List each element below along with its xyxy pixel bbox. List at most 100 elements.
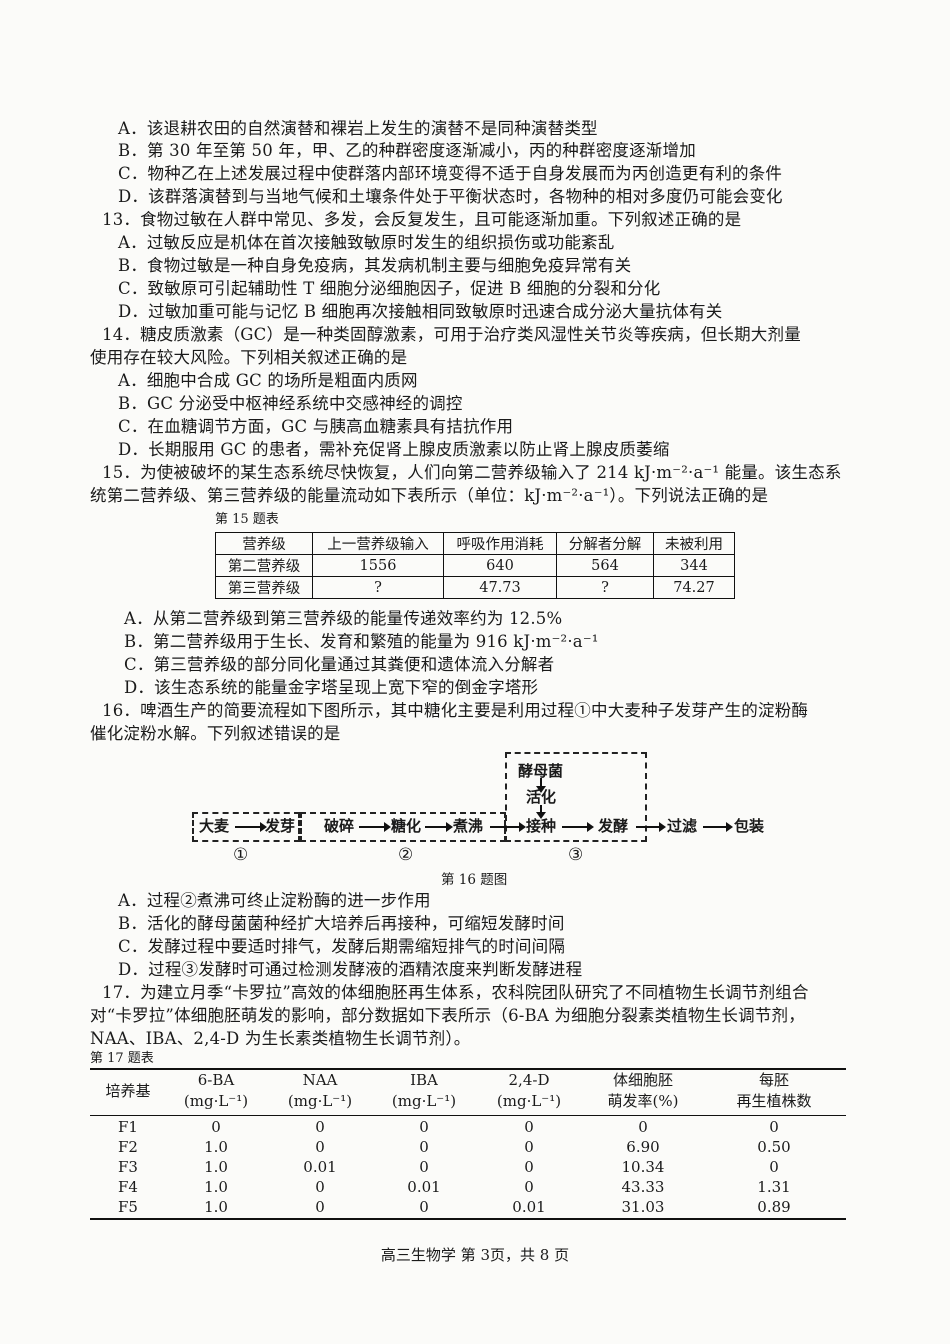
table-header-cell: (mg·L⁻¹) — [287, 1092, 353, 1110]
q15-table-caption: 第 15 题表 — [215, 512, 279, 527]
table-cell: 0.01 — [407, 1178, 441, 1196]
flow-step-saccharify: 糖化 — [391, 817, 422, 835]
table-cell: 0.01 — [512, 1198, 546, 1216]
table-header-cell: 培养基 — [105, 1081, 151, 1100]
table-row: F5 1.0 0 0 0.01 31.03 0.89 — [90, 1197, 846, 1217]
q17-stem-line1: 17．为建立月季“卡罗拉”高效的体细胞胚再生体系，农科院团队研究了不同植物生长调… — [102, 983, 809, 1002]
table-cell: 0.01 — [303, 1158, 337, 1176]
q13-stem: 13．食物过敏在人群中常见、多发，会反复发生，且可能逐渐加重。下列叙述正确的是 — [102, 210, 742, 229]
arrow-right-icon — [490, 822, 526, 832]
q12-option-a: A．该退耕农田的自然演替和裸岩上发生的演替不是同种演替类型 — [118, 119, 598, 138]
table-cell: F2 — [118, 1138, 138, 1156]
arrow-down-icon — [536, 778, 546, 793]
table-top-rule — [90, 1068, 846, 1070]
table-cell: 1.31 — [757, 1178, 791, 1196]
q16-stem-line2: 催化淀粉水解。下列叙述错误的是 — [90, 724, 341, 743]
table-header-cell: 2,4-D — [508, 1071, 550, 1089]
arrow-right-icon — [235, 822, 267, 832]
arrow-right-icon — [636, 822, 666, 832]
q14-stem-line1: 14．糖皮质激素（GC）是一种类固醇激素，可用于治疗类风湿性关节炎等疾病，但长期… — [102, 325, 801, 344]
q15-stem-line1: 15．为使被破坏的某生态系统尽快恢复，人们向第二营养级输入了 214 kJ·m⁻… — [102, 463, 842, 482]
table-cell: 47.73 — [443, 576, 557, 599]
table-row: 第二营养级 1556 640 564 344 — [215, 554, 735, 577]
table-cell: 1.0 — [204, 1198, 228, 1216]
process-label-2: ② — [398, 845, 414, 865]
table-row: F2 1.0 0 0 0 6.90 0.50 — [90, 1137, 846, 1157]
table-header-row: (mg·L⁻¹) (mg·L⁻¹) (mg·L⁻¹) (mg·L⁻¹) 萌发率(… — [90, 1091, 846, 1112]
table-header-cell: 营养级 — [215, 532, 313, 555]
arrow-right-icon — [562, 822, 594, 832]
table-header-rule — [90, 1115, 846, 1116]
table-row: F4 1.0 0 0.01 0 43.33 1.31 — [90, 1177, 846, 1197]
table-header-cell: 上一营养级输入 — [312, 532, 444, 555]
table-cell: 0 — [769, 1158, 779, 1176]
q15-option-d: D．该生态系统的能量金字塔呈现上宽下窄的倒金字塔形 — [124, 678, 539, 697]
page-footer: 高三生物学 第 3页，共 8 页 — [380, 1246, 570, 1264]
table-row: F3 1.0 0.01 0 0 10.34 0 — [90, 1157, 846, 1177]
table-cell: 0 — [419, 1138, 429, 1156]
table-cell: 1.0 — [204, 1178, 228, 1196]
table-cell: 31.03 — [621, 1198, 665, 1216]
table-cell: 0.89 — [757, 1198, 791, 1216]
q13-option-c: C．致敏原可引起辅助性 T 细胞分泌细胞因子，促进 B 细胞的分裂和分化 — [118, 279, 661, 298]
table-cell: 0 — [638, 1118, 648, 1136]
table-cell: 0 — [315, 1198, 325, 1216]
table-cell: 第三营养级 — [215, 576, 313, 599]
q14-option-b: B．GC 分泌受中枢神经系统中交感神经的调控 — [118, 394, 463, 413]
table-cell: 第二营养级 — [215, 554, 313, 577]
flow-step-crush: 破碎 — [324, 817, 355, 835]
q16-option-b: B．活化的酵母菌菌种经扩大培养后再接种，可缩短发酵时间 — [118, 914, 565, 933]
arrow-right-icon — [703, 822, 733, 832]
q15-energy-table: 营养级 上一营养级输入 呼吸作用消耗 分解者分解 未被利用 第二营养级 1556… — [215, 532, 735, 599]
table-cell: 1.0 — [204, 1138, 228, 1156]
table-cell: 43.33 — [621, 1178, 665, 1196]
flow-step-inoculate: 接种 — [526, 817, 557, 835]
table-header-cell: (mg·L⁻¹) — [496, 1092, 562, 1110]
q16-stem-line1: 16．啤酒生产的简要流程如下图所示，其中糖化主要是利用过程①中大麦种子发芽产生的… — [102, 701, 809, 720]
q17-table-caption: 第 17 题表 — [90, 1051, 154, 1066]
table-cell: 0 — [315, 1178, 325, 1196]
q12-option-c: C．物种乙在上述发展过程中使群落内部环境变得不适于自身发展而为丙创造更有利的条件 — [118, 164, 783, 183]
process-label-3: ③ — [568, 845, 584, 865]
q16-option-c: C．发酵过程中要适时排气，发酵后期需缩短排气的时间间隔 — [118, 937, 566, 956]
table-header-cell: 未被利用 — [653, 532, 735, 555]
table-header-cell: (mg·L⁻¹) — [391, 1092, 457, 1110]
flow-step-boil: 煮沸 — [453, 817, 484, 835]
q12-option-d: D．该群落演替到与当地气候和土壤条件处于平衡状态时，各物种的相对多度仍可能会变化 — [118, 187, 783, 206]
table-cell: 0 — [419, 1158, 429, 1176]
table-cell: 0 — [419, 1118, 429, 1136]
table-cell: 0 — [524, 1118, 534, 1136]
table-cell: 0 — [769, 1118, 779, 1136]
table-cell: 6.90 — [626, 1138, 660, 1156]
table-cell: 0 — [315, 1138, 325, 1156]
q12-option-b: B．第 30 年至第 50 年，甲、乙的种群密度逐渐减小，丙的种群密度逐渐增加 — [118, 141, 696, 160]
table-cell: 1556 — [312, 554, 444, 577]
q17-regulator-table: 培养基 6-BA NAA IBA 2,4-D 体细胞胚 每胚 (mg·L⁻¹) … — [90, 1070, 846, 1217]
q16-option-a: A．过程②煮沸可终止淀粉酶的进一步作用 — [118, 891, 431, 910]
table-header-cell: (mg·L⁻¹) — [183, 1092, 249, 1110]
flow-activate: 活化 — [526, 788, 557, 806]
table-cell: 0 — [524, 1138, 534, 1156]
table-cell: 0 — [419, 1198, 429, 1216]
flow-step-filter: 过滤 — [667, 817, 698, 835]
process-1-box — [192, 812, 300, 842]
table-cell: 10.34 — [621, 1158, 665, 1176]
table-header-cell: 每胚 — [758, 1071, 789, 1089]
table-row: F1 0 0 0 0 0 0 — [90, 1117, 846, 1137]
arrow-right-icon — [359, 822, 391, 832]
table-cell: F5 — [118, 1198, 138, 1216]
table-header-row: 营养级 上一营养级输入 呼吸作用消耗 分解者分解 未被利用 — [215, 532, 735, 555]
table-cell: F3 — [118, 1158, 138, 1176]
table-header-cell: 再生植株数 — [736, 1092, 812, 1110]
q15-stem-line2: 统第二营养级、第三营养级的能量流动如下表所示（单位：kJ·m⁻²·a⁻¹）。下列… — [90, 486, 769, 505]
table-cell: 1.0 — [204, 1158, 228, 1176]
flow-yeast: 酵母菌 — [518, 762, 564, 780]
flow-step-barley: 大麦 — [199, 817, 230, 835]
process-3-box — [505, 752, 647, 842]
table-cell: ? — [312, 576, 444, 599]
table-header-cell: 呼吸作用消耗 — [443, 532, 557, 555]
table-cell: 0 — [211, 1118, 221, 1136]
table-header-cell: NAA — [302, 1071, 338, 1089]
table-cell: 344 — [653, 554, 735, 577]
q13-option-a: A．过敏反应是机体在首次接触致敏原时发生的组织损伤或功能紊乱 — [118, 233, 615, 252]
